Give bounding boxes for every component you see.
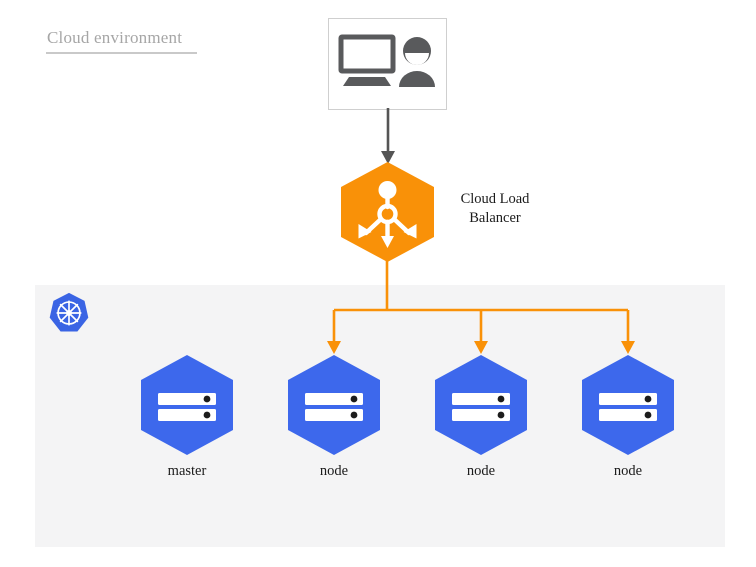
client-icons — [338, 34, 435, 87]
load-balancer-label-line2: Balancer — [469, 210, 521, 226]
cluster-node-3[interactable]: node — [582, 355, 674, 479]
client-box — [328, 18, 447, 110]
server-icon — [141, 355, 233, 455]
node-label: node — [319, 463, 349, 479]
client-to-lb-arrow — [381, 108, 395, 164]
cluster-node-2[interactable]: node — [435, 355, 527, 479]
load-balancer-node[interactable] — [341, 162, 434, 262]
server-icon — [435, 355, 527, 455]
page-title: Cloud environment — [46, 28, 197, 54]
kubernetes-logo — [49, 292, 89, 332]
lb-fanout-connectors — [327, 258, 635, 354]
node-label: node — [466, 463, 496, 479]
server-icon — [582, 355, 674, 455]
node-label: master — [167, 463, 207, 479]
user-icon — [399, 37, 435, 87]
page-title-text: Cloud environment — [47, 28, 183, 47]
load-balancer-label-line1: Cloud Load — [460, 191, 530, 207]
load-balancer-label: Cloud Load Balancer — [440, 190, 550, 228]
load-balancer-arrowheads — [358, 224, 417, 248]
monitor-icon — [338, 34, 396, 86]
cluster-node-master[interactable]: master — [141, 355, 233, 479]
title-underline — [46, 52, 197, 54]
node-label: node — [613, 463, 643, 479]
cluster-node-1[interactable]: node — [288, 355, 380, 479]
server-icon — [288, 355, 380, 455]
